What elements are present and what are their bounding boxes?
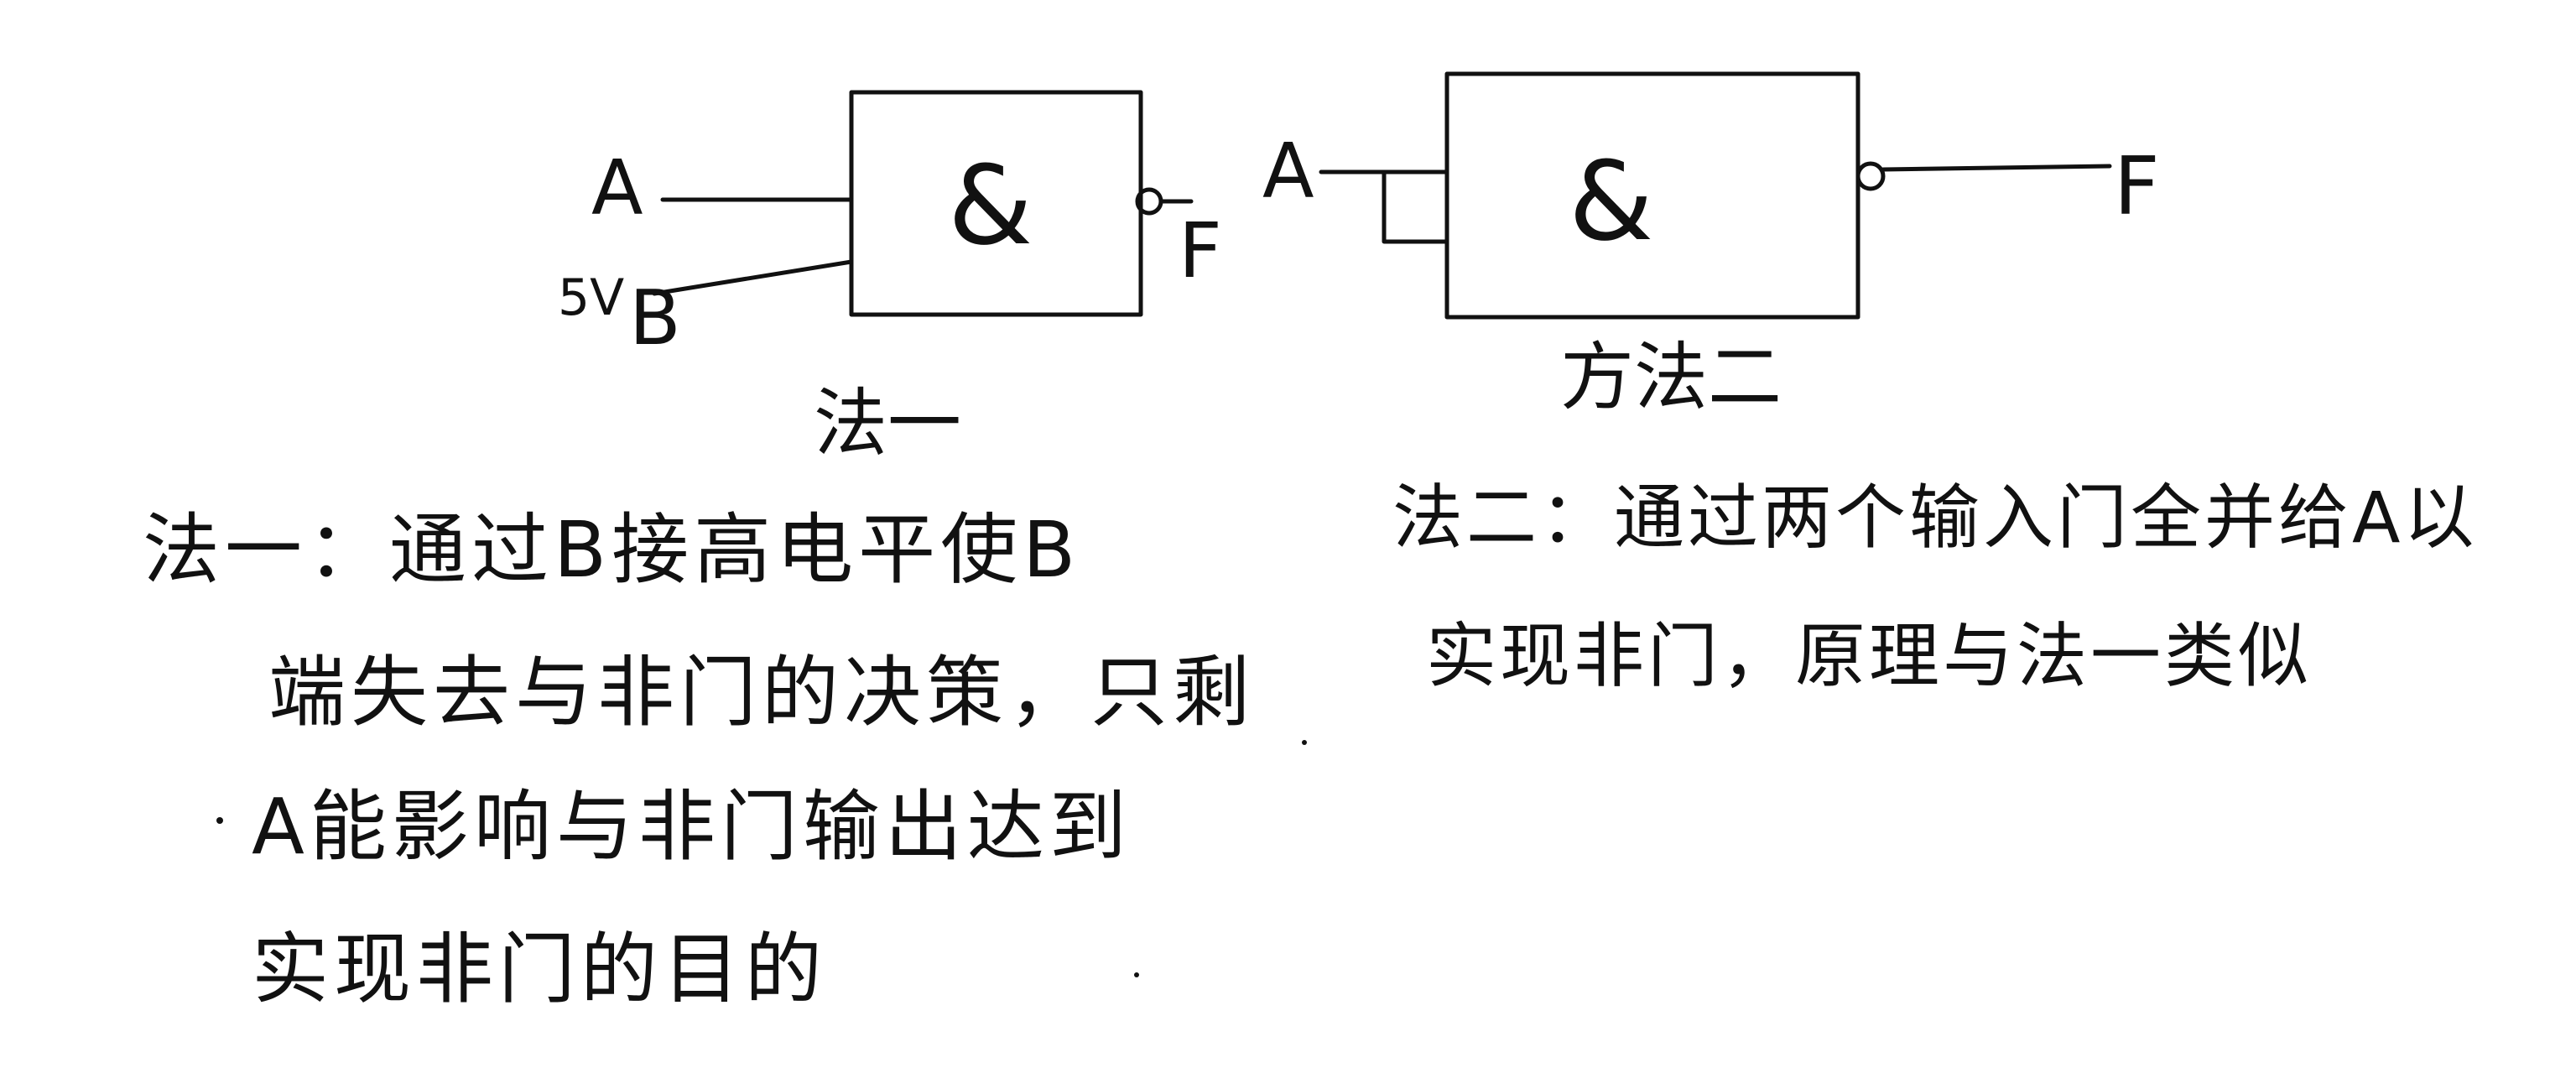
method2-line2: 实现非门，原理与法一类似 <box>1426 615 2313 697</box>
diagram1-caption: 法一 <box>814 380 961 466</box>
diagram2-gate-symbol: & <box>1569 138 1653 265</box>
diagram2-tied-input-wire <box>1319 169 1449 244</box>
diagram1-b-tie-label: 5V <box>558 268 624 327</box>
ink-dot <box>216 817 223 824</box>
diagram1-gate-symbol: & <box>948 142 1033 269</box>
method1-line4: 实现非门的目的 <box>252 925 828 1014</box>
diagram1-nand-gate: & F A B 5V 法一 <box>558 90 1222 466</box>
method1-line1: 法一：通过B接高电平使B <box>143 505 1081 595</box>
diagram2-nand-gate: & F A 方法二 <box>1262 71 2160 420</box>
diagram1-gate-body <box>849 90 1143 317</box>
diagram2-gate-body <box>1444 71 1860 320</box>
ink-dot <box>1302 740 1307 745</box>
diagram1-input-b-label: B <box>629 274 681 362</box>
ink-dot <box>1134 972 1139 977</box>
method2-line1: 法二：通过两个输入门全并给A以 <box>1392 477 2478 559</box>
method1-line3: A能影响与非门输出达到 <box>252 782 1132 872</box>
method1-line2: 端失去与非门的决策，只剩 <box>268 648 1256 737</box>
diagram1-output-label: F <box>1179 207 1222 295</box>
diagram2-caption: 方法二 <box>1560 334 1782 420</box>
diagram2-input-a-label: A <box>1262 128 1314 216</box>
diagram2-output-wire <box>1881 164 2112 172</box>
diagram1-input-b-wire <box>652 259 854 296</box>
diagram1-input-a-label: A <box>591 144 643 232</box>
diagram2-output-label: F <box>2114 141 2160 233</box>
diagram2-output-bubble <box>1855 161 1886 191</box>
